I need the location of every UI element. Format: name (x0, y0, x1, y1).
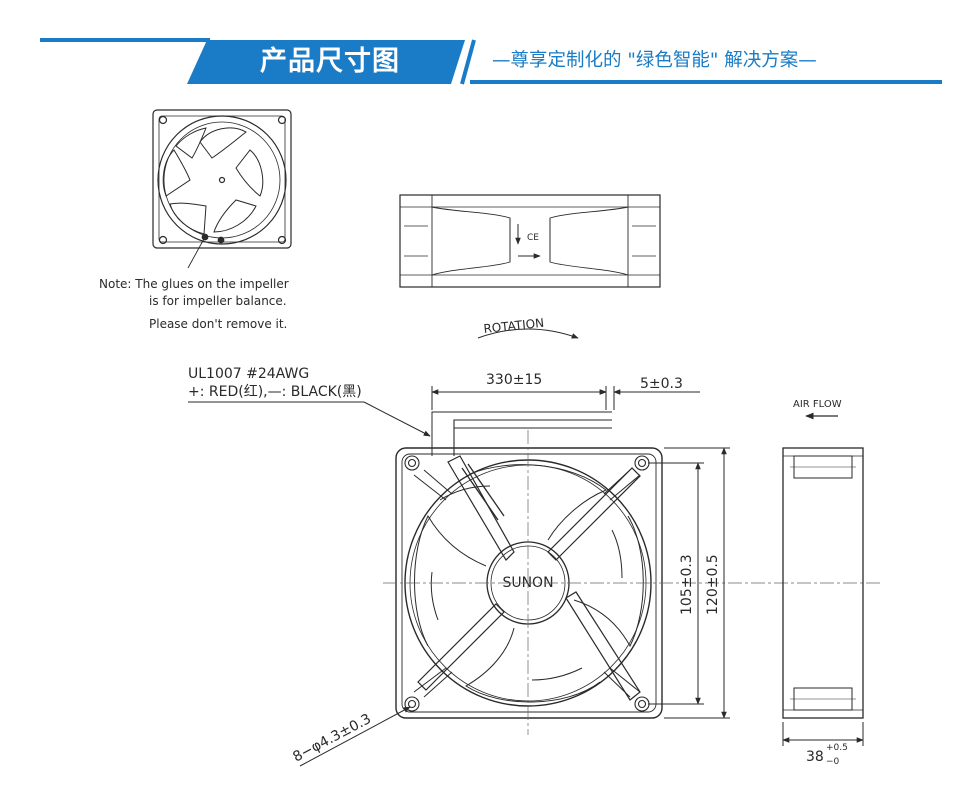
note-line-2: is for impeller balance. (149, 294, 287, 308)
note-line-3: Please don't remove it. (149, 317, 287, 331)
header-banner: 产品尺寸图 —尊享定制化的 "绿色智能" 解决方案— (0, 0, 980, 100)
main-fan-front-view (395, 411, 663, 719)
fan-side-view (399, 194, 661, 288)
wire-spec-label: UL1007 #24AWG (188, 366, 309, 382)
thickness-tol-lower: −0 (826, 757, 840, 767)
thickness-tol-upper: +0.5 (826, 743, 848, 753)
airflow-label: AIR FLOW (793, 399, 842, 410)
page-title: 产品尺寸图 (260, 46, 400, 77)
header-graphic (40, 38, 942, 85)
thickness-label: 38 (806, 749, 824, 765)
lead-length-label: 330±15 (486, 372, 542, 388)
thickness-dimension (782, 722, 864, 746)
frame-size-label: 120±0.5 (705, 554, 721, 615)
lead-length-dimension (431, 386, 700, 410)
hole-diameter-label: 8−φ4.3±0.3 (290, 711, 374, 766)
hole-leader-line (299, 706, 411, 767)
fan-thickness-view (782, 447, 864, 719)
strip-length-label: 5±0.3 (640, 376, 683, 392)
rotation-label: ROTATION (483, 316, 545, 336)
note-line-1: Note: The glues on the impeller (99, 277, 289, 291)
rotation-arrow (477, 328, 579, 339)
hole-spacing-label: 105±0.3 (679, 554, 695, 615)
small-fan-front-view (152, 109, 292, 269)
center-lines (383, 430, 880, 735)
ce-mark: CE (527, 233, 539, 243)
wire-color-label: +: RED(红),—: BLACK(黑) (188, 384, 362, 400)
wire-leader-line (363, 401, 431, 437)
page-subtitle: —尊享定制化的 "绿色智能" 解决方案— (492, 50, 817, 71)
vertical-dimensions (648, 447, 730, 719)
